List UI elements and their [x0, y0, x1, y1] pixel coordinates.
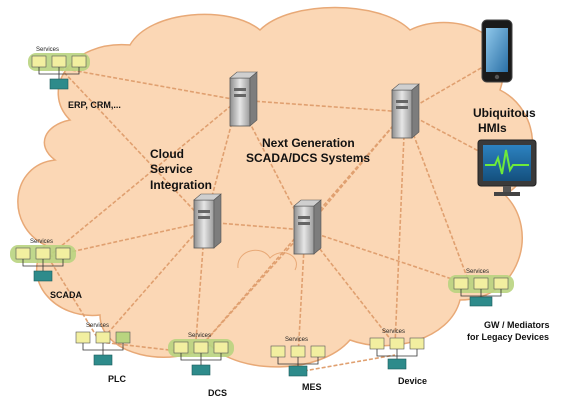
services-label: Services [285, 337, 308, 343]
server-top-right [391, 83, 420, 139]
hmi-label-line2: HMIs [478, 121, 507, 135]
server-bottom-left [193, 193, 222, 249]
services-label: Services [188, 333, 211, 339]
node-mes: Services [270, 337, 326, 377]
services-label: Services [30, 239, 53, 245]
node-device: Services [369, 329, 425, 370]
smartphone-icon [481, 19, 513, 83]
center-title-line1: Next Generation [262, 136, 355, 150]
cloud-shape [17, 6, 534, 368]
label-device: Device [398, 376, 427, 386]
label-mes: MES [302, 382, 322, 392]
center-title-line2: SCADA/DCS Systems [246, 151, 370, 165]
cloud-label-line1: Cloud [150, 147, 184, 161]
node-gateway: Services [448, 269, 514, 307]
node-dcs: Services [168, 333, 234, 376]
services-label: Services [86, 323, 109, 329]
server-bottom-right [293, 199, 322, 255]
label-gateway-line1: GW / Mediators [484, 320, 550, 330]
label-dcs: DCS [208, 388, 227, 398]
label-erp: ERP, CRM,... [68, 100, 121, 110]
monitor-icon [477, 139, 537, 196]
cloud-label-line3: Integration [150, 178, 212, 192]
label-scada: SCADA [50, 290, 83, 300]
cloud-label-line2: Service [150, 162, 193, 176]
server-top-left [229, 71, 258, 127]
label-plc: PLC [108, 374, 127, 384]
services-label: Services [382, 329, 405, 335]
services-label: Services [36, 47, 59, 53]
hmi-label-line1: Ubiquitous [473, 106, 536, 120]
node-scada: Services [10, 239, 76, 282]
services-label: Services [466, 269, 489, 275]
label-gateway-line2: for Legacy Devices [467, 332, 549, 342]
node-plc: Services [75, 323, 131, 366]
node-erp: Services [28, 47, 90, 90]
